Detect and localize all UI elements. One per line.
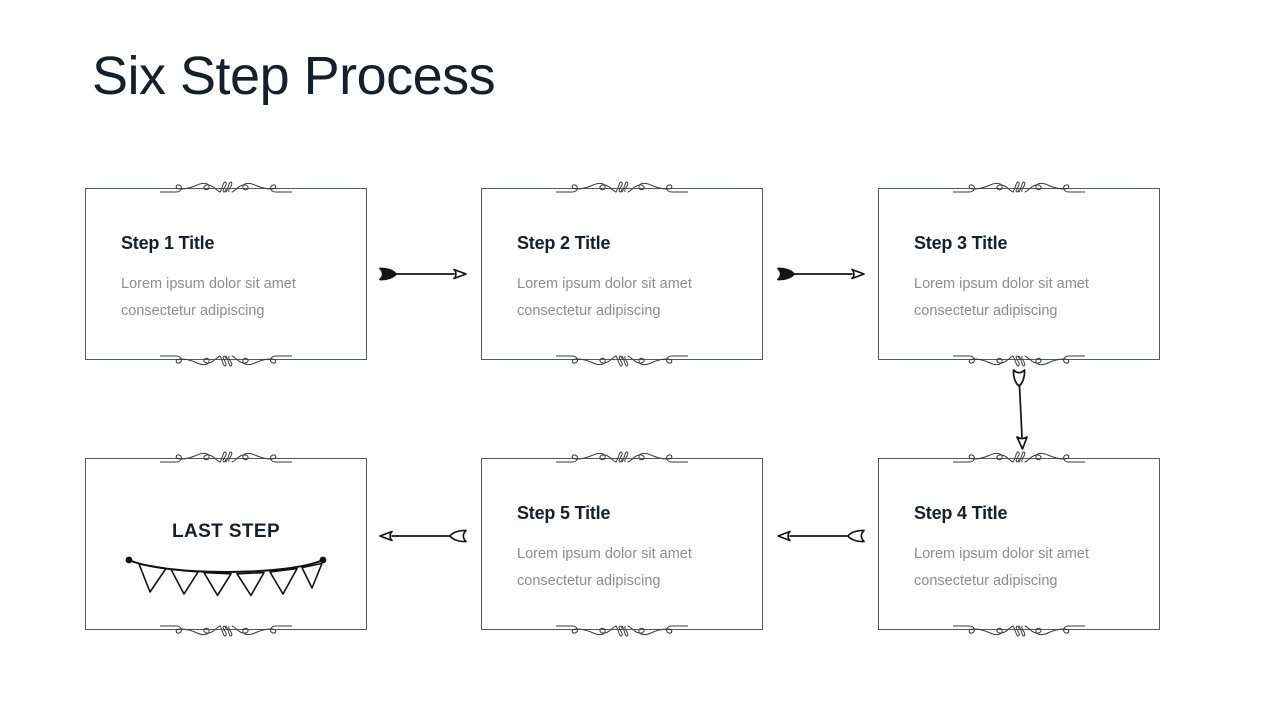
connector-3-4 (1003, 367, 1039, 452)
flourish-ornament-icon (953, 175, 1085, 201)
step-card-1[interactable]: Step 1 Title Lorem ipsum dolor sit amet … (85, 181, 367, 367)
flourish-ornament-icon (556, 445, 688, 471)
flourish-ornament-icon (160, 445, 292, 471)
step-card-4[interactable]: Step 4 Title Lorem ipsum dolor sit amet … (878, 451, 1160, 637)
step-title: Step 3 Title (914, 233, 1008, 253)
flourish-ornament-icon (953, 617, 1085, 643)
flourish-ornament-icon (556, 617, 688, 643)
connector-4-5 (775, 521, 867, 551)
flourish-ornament-icon (160, 175, 292, 201)
step-description: Lorem ipsum dolor sit amet consectetur a… (517, 546, 692, 589)
step-card-3[interactable]: Step 3 Title Lorem ipsum dolor sit amet … (878, 181, 1160, 367)
flourish-ornament-icon (160, 347, 292, 373)
step-title: Step 1 Title (121, 233, 215, 253)
step-card-6-last[interactable]: LAST STEP (85, 451, 367, 637)
step-title: Step 5 Title (517, 503, 611, 523)
step-card-5[interactable]: Step 5 Title Lorem ipsum dolor sit amet … (481, 451, 763, 637)
last-step-title: LAST STEP (171, 521, 281, 542)
page-title: Six Step Process (92, 46, 496, 106)
step-title: Step 4 Title (914, 503, 1008, 523)
step-description: Lorem ipsum dolor sit amet consectetur a… (914, 276, 1089, 319)
step-title: Step 2 Title (517, 233, 611, 253)
bunting-garland-icon (125, 554, 327, 600)
flourish-ornament-icon (160, 617, 292, 643)
connector-1-2 (377, 259, 469, 289)
step-description: Lorem ipsum dolor sit amet consectetur a… (517, 276, 692, 319)
connector-5-6 (377, 521, 469, 551)
connector-2-3 (775, 259, 867, 289)
flourish-ornament-icon (556, 175, 688, 201)
step-card-2[interactable]: Step 2 Title Lorem ipsum dolor sit amet … (481, 181, 763, 367)
step-description: Lorem ipsum dolor sit amet consectetur a… (121, 276, 296, 319)
flourish-ornament-icon (556, 347, 688, 373)
step-description: Lorem ipsum dolor sit amet consectetur a… (914, 546, 1089, 589)
